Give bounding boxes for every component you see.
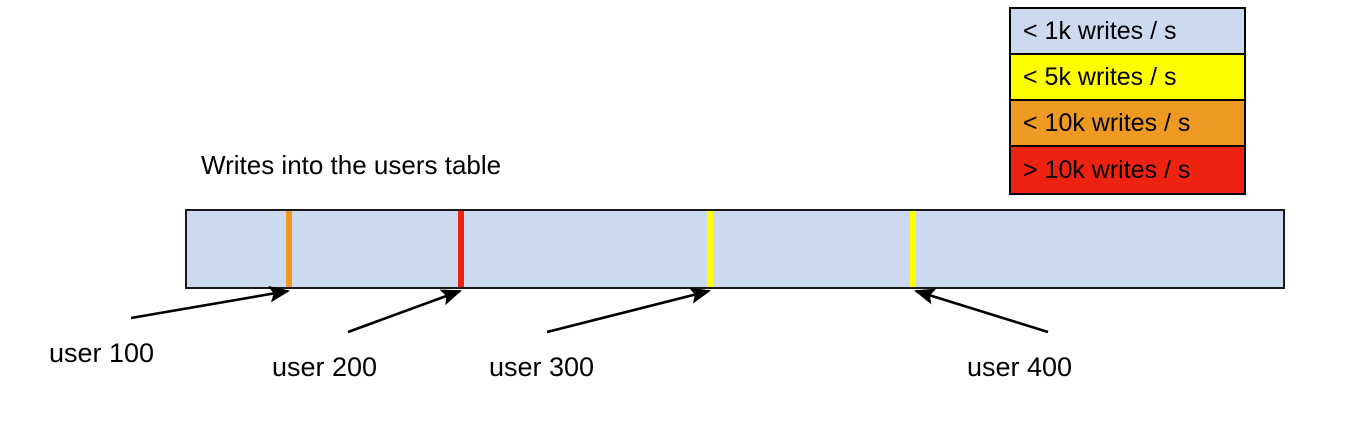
marker-user-300 bbox=[707, 211, 713, 287]
legend-row-0: < 1k writes / s bbox=[1011, 9, 1244, 55]
marker-user-400 bbox=[910, 211, 916, 287]
legend-row-3: > 10k writes / s bbox=[1011, 147, 1244, 193]
label-user-400: user 400 bbox=[967, 352, 1073, 382]
label-user-300: user 300 bbox=[489, 352, 595, 382]
arrow-user-400 bbox=[914, 288, 1049, 334]
label-user-100: user 100 bbox=[49, 338, 155, 368]
legend-label-0: < 1k writes / s bbox=[1023, 16, 1177, 45]
arrow-user-200 bbox=[347, 289, 462, 334]
label-user-200: user 200 bbox=[272, 352, 378, 382]
marker-user-200 bbox=[458, 211, 464, 287]
arrow-user-300 bbox=[546, 287, 712, 334]
legend-row-2: < 10k writes / s bbox=[1011, 101, 1244, 147]
keyspace-bar bbox=[185, 209, 1285, 289]
legend-label-1: < 5k writes / s bbox=[1023, 62, 1177, 91]
arrow-user-100 bbox=[130, 285, 291, 320]
legend-label-2: < 10k writes / s bbox=[1023, 108, 1191, 137]
chart-title: Writes into the users table bbox=[201, 150, 502, 180]
marker-user-100 bbox=[286, 211, 292, 287]
legend-label-3: > 10k writes / s bbox=[1023, 155, 1191, 184]
legend-row-1: < 5k writes / s bbox=[1011, 55, 1244, 101]
legend: < 1k writes / s < 5k writes / s < 10k wr… bbox=[1009, 7, 1246, 195]
